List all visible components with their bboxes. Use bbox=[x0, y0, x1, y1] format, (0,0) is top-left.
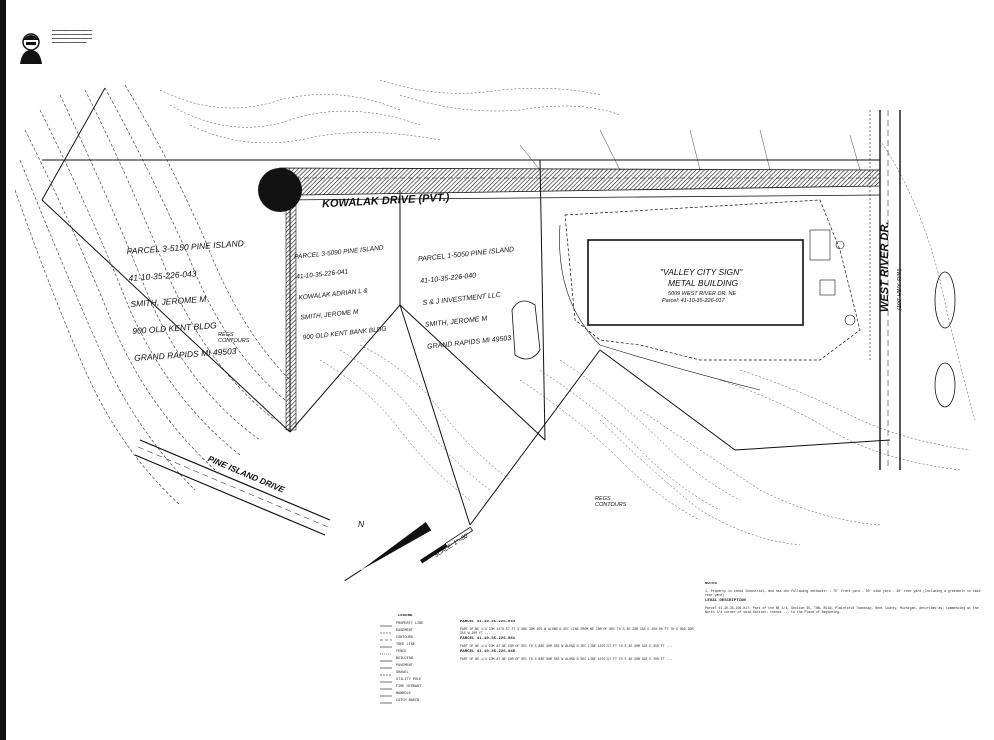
paved-area bbox=[564, 199, 861, 361]
property-lines bbox=[41, 87, 891, 526]
west-river-drive bbox=[869, 110, 901, 470]
surveyor-logo bbox=[20, 33, 42, 64]
contour-lines-upper bbox=[159, 79, 621, 144]
scale-bar bbox=[420, 526, 474, 564]
west-river-row-label: (100' HWY. R/W) bbox=[897, 268, 903, 311]
parcel-descriptions: PARCEL 41-10-35-226-043 PART OF NE 1/4 C… bbox=[460, 620, 694, 661]
culvert-ellipse-1 bbox=[934, 271, 956, 329]
contour-label-2: REGS CONTOURS bbox=[595, 496, 627, 508]
vertical-easement bbox=[285, 204, 297, 431]
logo-caption: ▬▬▬▬▬▬▬▬▬▬▬▬▬▬▬▬▬▬▬▬▬▬▬▬▬▬▬▬▬▬▬▬▬▬▬▬▬▬▬▬… bbox=[52, 28, 93, 45]
north-label: N bbox=[358, 519, 365, 529]
parcel-3-5090-label: PARCEL 3-5090 PINE ISLAND 41-10-35-226-0… bbox=[293, 244, 387, 342]
parcel-1-5050-label: PARCEL 1-5050 PINE ISLAND 41-10-35-226-0… bbox=[417, 245, 515, 351]
detention-basin bbox=[511, 300, 541, 360]
contour-lines-lower bbox=[319, 344, 881, 546]
contour-label-1: REGS CONTOURS bbox=[218, 332, 250, 344]
notes-block: NOTES 1. Property is zoned Industrial, a… bbox=[705, 582, 981, 614]
west-river-drive-label: WEST RIVER DR. bbox=[879, 221, 891, 312]
contour-lines-right bbox=[719, 139, 976, 471]
contour-lines-left bbox=[14, 84, 291, 506]
cul-de-sac bbox=[258, 168, 302, 212]
valley-city-sign-building bbox=[587, 239, 804, 326]
building-label-1: "VALLEY CITY SIGN" bbox=[660, 267, 743, 277]
legend-symbols bbox=[380, 625, 392, 704]
building-label-3: 5009 WEST RIVER DR. NE bbox=[668, 291, 737, 297]
leader-lines bbox=[519, 129, 861, 171]
parcel-3-5150-label: PARCEL 3-5150 PINE ISLAND 41-10-35-226-0… bbox=[126, 237, 245, 363]
tree-line bbox=[559, 224, 761, 391]
legend-box: LEGEND PROPERTY LINE EASEMENT CONTOURS T… bbox=[396, 614, 424, 703]
building-label-2: METAL BUILDING bbox=[668, 278, 739, 288]
north-arrow bbox=[344, 522, 432, 582]
building-label-4: Parcel: 41-10-35-226-017 bbox=[662, 298, 725, 304]
culvert-ellipse-2 bbox=[934, 362, 956, 408]
building-details bbox=[809, 229, 856, 326]
pine-island-drive bbox=[134, 439, 331, 536]
